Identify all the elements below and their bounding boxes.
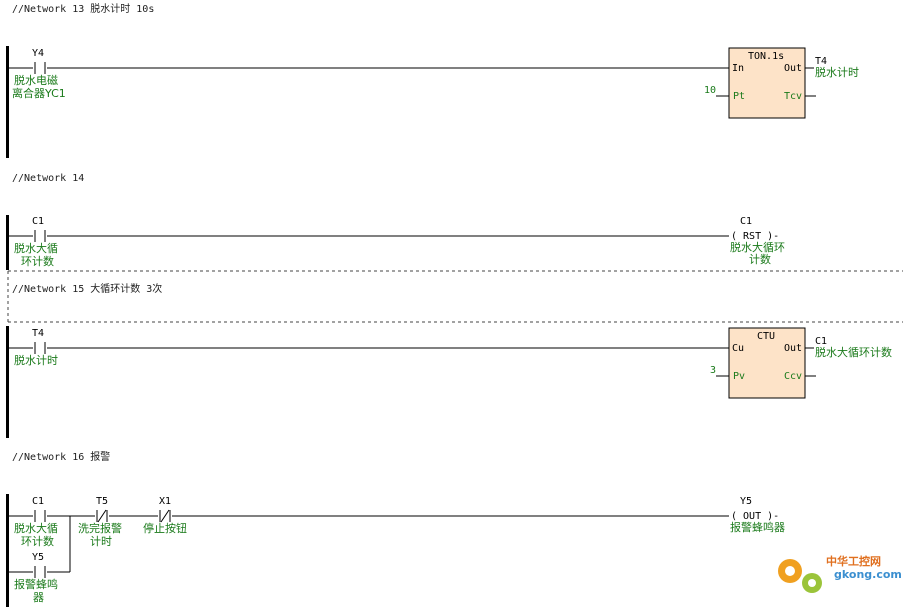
network-14-comment: //Network 14 [12,173,84,184]
contact-symbol: Y5 [32,552,44,563]
gkong-watermark: 中华工控网 gkong.com [778,554,902,593]
output-symbol: T4 [815,56,827,67]
ton-block[interactable]: TON.1s In Out Pt Tcv 10 T4 脱水计时 [704,47,859,119]
network-14: //Network 14 C1 脱水大循 环计数 C1 ( RST )- 脱水大… [6,173,785,270]
contact-label-line-1: 报警蜂鸣 [14,577,58,591]
output-label: 脱水大循环计数 [815,345,892,359]
gear-icon [778,559,822,593]
network-13: //Network 13 脱水计时 10s Y4 脱水电磁 离合器YC1 TON… [6,2,859,158]
contact-label-line-2: 器 [33,591,44,604]
network-16: //Network 16 报警 C1 脱水大循 环计数 T5 洗完报警 计时 [6,450,785,607]
contact-label-line-2: 计时 [90,535,112,548]
pin-out: Out [784,63,802,74]
power-rail [6,215,9,270]
contact-symbol: C1 [32,216,44,227]
pin-pv: Pv [733,371,745,382]
contact-t4[interactable]: T4 脱水计时 [14,328,58,367]
contact-y4[interactable]: Y4 脱水电磁 离合器YC1 [12,48,66,100]
contact-label-line-1: 洗完报警 [78,521,122,535]
coil-label-line-2: 计数 [749,253,771,266]
network-15-comment: //Network 15 大循环计数 3次 [12,282,162,295]
output-label: 脱水计时 [815,65,859,79]
contact-symbol: C1 [32,496,44,507]
coil-label-line-1: 报警蜂鸣器 [730,520,785,534]
coil-symbol: C1 [740,216,752,227]
contact-label-line-1: 脱水大循 [14,521,58,535]
contact-t5-nc[interactable]: T5 洗完报警 计时 [78,496,122,548]
contact-label-line-2: 环计数 [21,535,54,548]
contact-c1[interactable]: C1 脱水大循 环计数 [14,216,58,268]
contact-label-line-2: 环计数 [21,255,54,268]
power-rail [6,494,9,607]
power-rail [6,46,9,158]
contact-symbol: T5 [96,496,108,507]
pv-value: 3 [710,365,716,376]
pin-pt: Pt [733,91,745,102]
pt-value: 10 [704,85,716,96]
contact-x1-nc[interactable]: X1 停止按钮 [143,496,187,535]
out-coil[interactable]: Y5 ( OUT )- 报警蜂鸣器 [730,496,785,534]
block-title: CTU [757,331,775,342]
contact-label-line-1: 停止按钮 [143,521,187,535]
coil-instruction: ( RST )- [731,231,779,242]
watermark-site-cn: 中华工控网 [826,554,881,568]
contact-symbol: Y4 [32,48,44,59]
contact-label-line-1: 脱水计时 [14,353,58,367]
contact-label-line-2: 离合器YC1 [12,86,66,100]
pin-ccv: Ccv [784,371,802,382]
network-15: //Network 15 大循环计数 3次 T4 脱水计时 CTU Cu Out… [6,282,892,438]
pin-tcv: Tcv [784,91,802,102]
contact-c1[interactable]: C1 脱水大循 环计数 [14,496,58,548]
contact-symbol: X1 [159,496,171,507]
block-title: TON.1s [748,51,784,62]
contact-y5[interactable]: Y5 报警蜂鸣 器 [14,552,58,604]
coil-instruction: ( OUT )- [731,511,779,522]
network-13-comment: //Network 13 脱水计时 10s [12,2,154,15]
contact-label-line-1: 脱水电磁 [14,73,58,87]
coil-symbol: Y5 [740,496,752,507]
power-rail [6,326,9,438]
pin-out: Out [784,343,802,354]
coil-label-line-1: 脱水大循环 [730,240,785,254]
output-symbol: C1 [815,336,827,347]
contact-label-line-1: 脱水大循 [14,241,58,255]
network-16-comment: //Network 16 报警 [12,450,110,463]
rst-coil[interactable]: C1 ( RST )- 脱水大循环 计数 [730,216,785,266]
contact-symbol: T4 [32,328,44,339]
ctu-block[interactable]: CTU Cu Out Pv Ccv 3 C1 脱水大循环计数 [710,327,892,399]
pin-in: In [732,63,744,74]
watermark-site-url: gkong.com [834,568,902,581]
pin-cu: Cu [732,343,744,354]
